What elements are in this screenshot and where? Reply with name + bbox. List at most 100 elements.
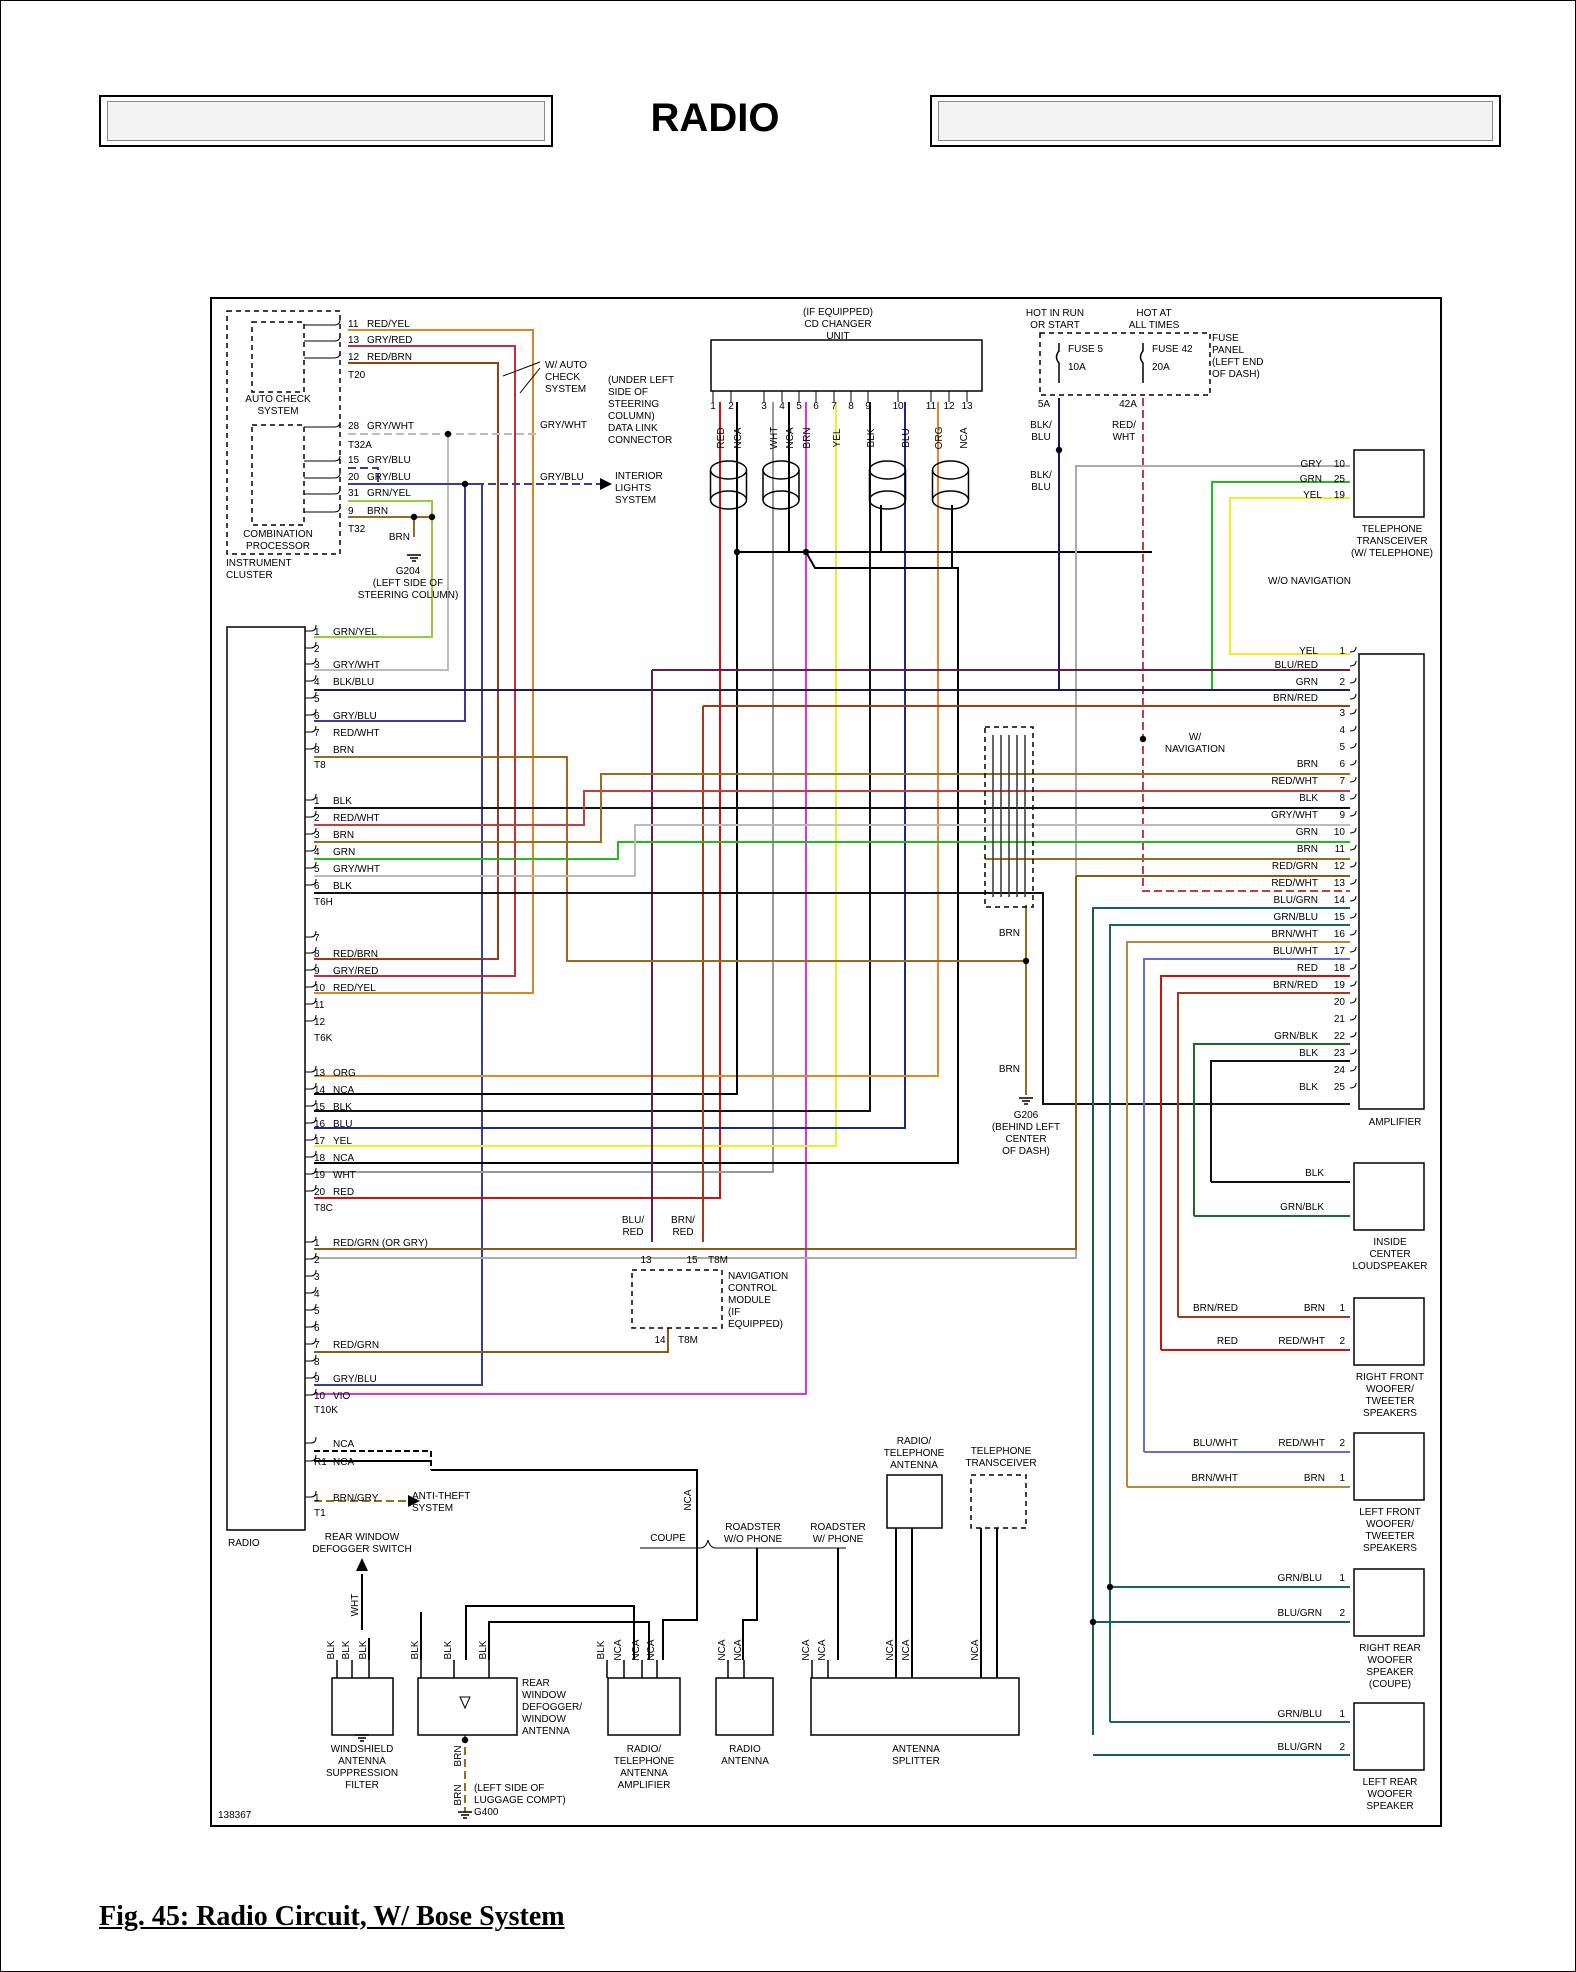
wire-nca-14 (314, 552, 738, 1095)
wire-red-grn-radio (314, 876, 1077, 1250)
cluster-wire-label: GRN/YEL (367, 488, 411, 499)
amplifier-box (1358, 653, 1425, 1110)
radio-pin-stub (305, 1371, 317, 1379)
lf-src-2: BLU/WHT (1193, 1438, 1238, 1449)
amp-pin-stub (1349, 963, 1357, 970)
selector-brace (640, 1539, 846, 1549)
radio-box (226, 626, 306, 1531)
wire-blu-cd (314, 402, 906, 1129)
page-title: RADIO (650, 96, 780, 140)
blk-blu-label2: BLK/BLU (1030, 470, 1052, 493)
radio-pin-stub (305, 1388, 317, 1396)
radio-wire-label: BRN (333, 830, 354, 841)
radio-pin-stub (305, 674, 317, 682)
radio-pin-stub (305, 1133, 317, 1141)
amp-pin-stub (1349, 793, 1357, 800)
navigation-module-box (631, 1269, 723, 1329)
antenna-wire-label: NCA (970, 1639, 981, 1660)
amp-wire-label: RED/WHT (1271, 776, 1318, 787)
radio-pin-number: 16 (314, 1119, 326, 1130)
wire-yel-tel (1229, 497, 1350, 655)
pin-stub (304, 319, 341, 326)
radio-pin-stub (305, 946, 317, 954)
wire-gry-tel (314, 465, 1350, 1259)
rf-src-1: BRN/RED (1193, 1303, 1238, 1314)
cable-shield (709, 490, 748, 510)
radio-pin-stub (305, 691, 317, 699)
connector-t32a-label: T32A (348, 440, 372, 451)
wire-gry-blu-nav (314, 483, 483, 1386)
cable-shield (762, 490, 800, 510)
radio-wire-label: NCA (333, 1085, 354, 1096)
cd-pin-number: 9 (865, 401, 871, 412)
amp-pin-number: 14 (1334, 895, 1346, 906)
radio-pin-number: 4 (314, 1289, 320, 1300)
radio-pin-stub (305, 810, 317, 818)
antenna-wire-label: BLK (341, 1640, 352, 1659)
wire-red-brn (314, 362, 499, 960)
radio-pin-stub (305, 1082, 317, 1090)
cable-shield (868, 460, 907, 480)
antenna-wire-label: BLK (358, 1640, 369, 1659)
radio-wire-label: BLK (333, 881, 352, 892)
radio-wire-label: GRY/WHT (333, 864, 380, 875)
amp-pin-stub (1349, 693, 1357, 700)
radio-pin-number: 1 (314, 1493, 320, 1504)
radio-pin-stub (305, 827, 317, 835)
connector-t6h-label: T6H (314, 897, 333, 908)
radio-pin-stub (305, 1099, 317, 1107)
wire-nca-drain4 (805, 505, 953, 569)
amp-wire-label: RED/GRN (1272, 861, 1318, 872)
brn-g400-label1: BRN (453, 1745, 464, 1766)
cluster-wire-label: GRY/BLU (367, 455, 411, 466)
antenna-wire-label: NCA (801, 1639, 812, 1660)
cd-pin-number: 6 (813, 401, 819, 412)
arrow-defogger-switch (356, 1558, 368, 1571)
amp-wire-label: BRN/RED (1273, 693, 1318, 704)
cd-changer-box (710, 339, 983, 392)
radio-pin-number: 4 (314, 847, 320, 858)
rr-wire-2: BLU/GRN (1278, 1608, 1322, 1619)
radio-pin-number: 3 (314, 660, 320, 671)
amp-wire-label: BRN/WHT (1271, 929, 1318, 940)
fuse42-amp-label: 20A (1152, 362, 1170, 373)
wire-brn-red-amp19 (1177, 992, 1350, 1317)
radio-wire-label: GRN (333, 847, 355, 858)
radio-pin-number: R1 (314, 1457, 327, 1468)
windshield-filter-box (331, 1677, 394, 1736)
radio-wire-label: NCA (333, 1439, 354, 1450)
wire-blk-def3 (488, 1621, 650, 1660)
amp-pin-stub (1349, 827, 1357, 834)
amp-wire-label: BRN (1297, 759, 1318, 770)
radio-wire-label: RED/WHT (333, 813, 380, 824)
cluster-pin-number: 20 (348, 472, 360, 483)
wire-gry-wht-radio (314, 434, 449, 671)
cluster-wire-label: GRY/RED (367, 335, 412, 346)
wire-brn-wht (1126, 941, 1350, 1487)
wire-grn-amp10 (314, 841, 1350, 860)
amp-pin-number: 7 (1339, 776, 1345, 787)
radio-label: RADIO (228, 1538, 260, 1549)
wht-switch-label: WHT (350, 1594, 361, 1617)
rf-wire-2: RED/WHT (1278, 1336, 1325, 1347)
radio-tel-antenna-box (886, 1474, 943, 1529)
radio-wire-label: RED/GRN (OR GRY) (333, 1238, 428, 1249)
connector-5a-label: 5A (1038, 399, 1051, 410)
lf-pin-1: 1 (1339, 1473, 1345, 1484)
radio-pin-number: 5 (314, 694, 320, 705)
amp-wire-label: GRN (1296, 827, 1318, 838)
connector-t8c-label: T8C (314, 1203, 333, 1214)
fuse5-amp-label: 10A (1068, 362, 1086, 373)
amp-pin-stub (1349, 1014, 1357, 1021)
wires (314, 329, 1350, 1812)
lf-src-1: BRN/WHT (1191, 1473, 1238, 1484)
t8m-label2: T8M (678, 1335, 698, 1346)
